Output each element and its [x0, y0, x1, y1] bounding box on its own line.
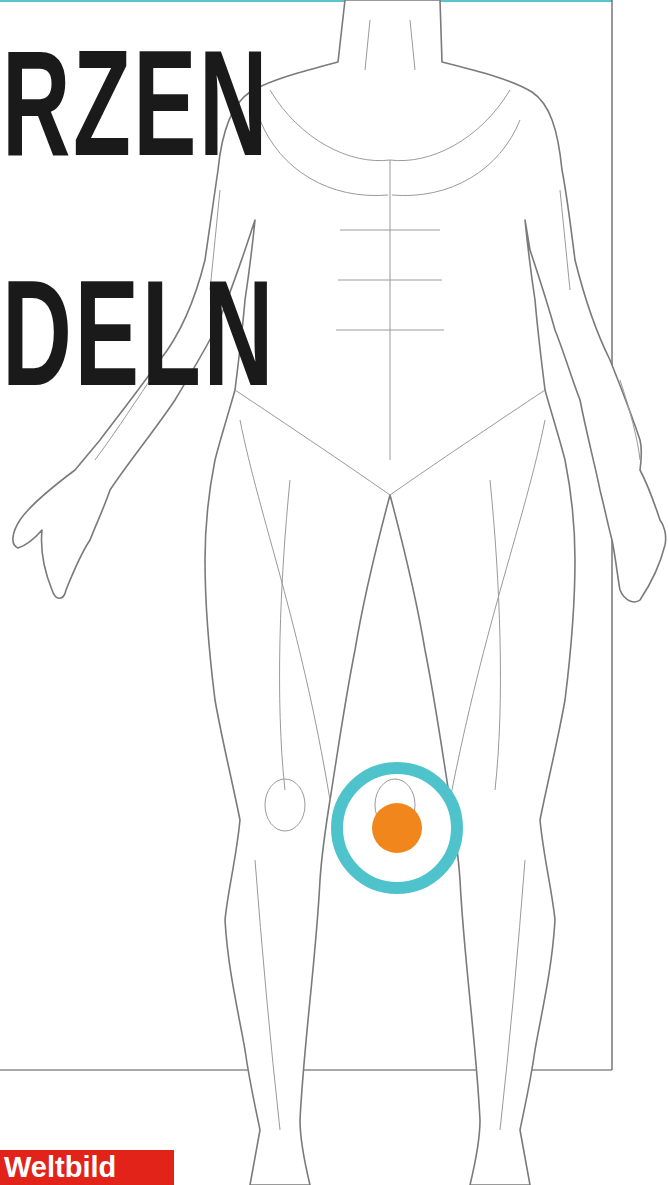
title-fragment: RZEN — [2, 28, 270, 178]
logo-box: Weltbild — [0, 1150, 174, 1185]
title-fragment: DELN — [2, 258, 276, 408]
publisher-logo: Weltbild — [4, 1150, 178, 1185]
